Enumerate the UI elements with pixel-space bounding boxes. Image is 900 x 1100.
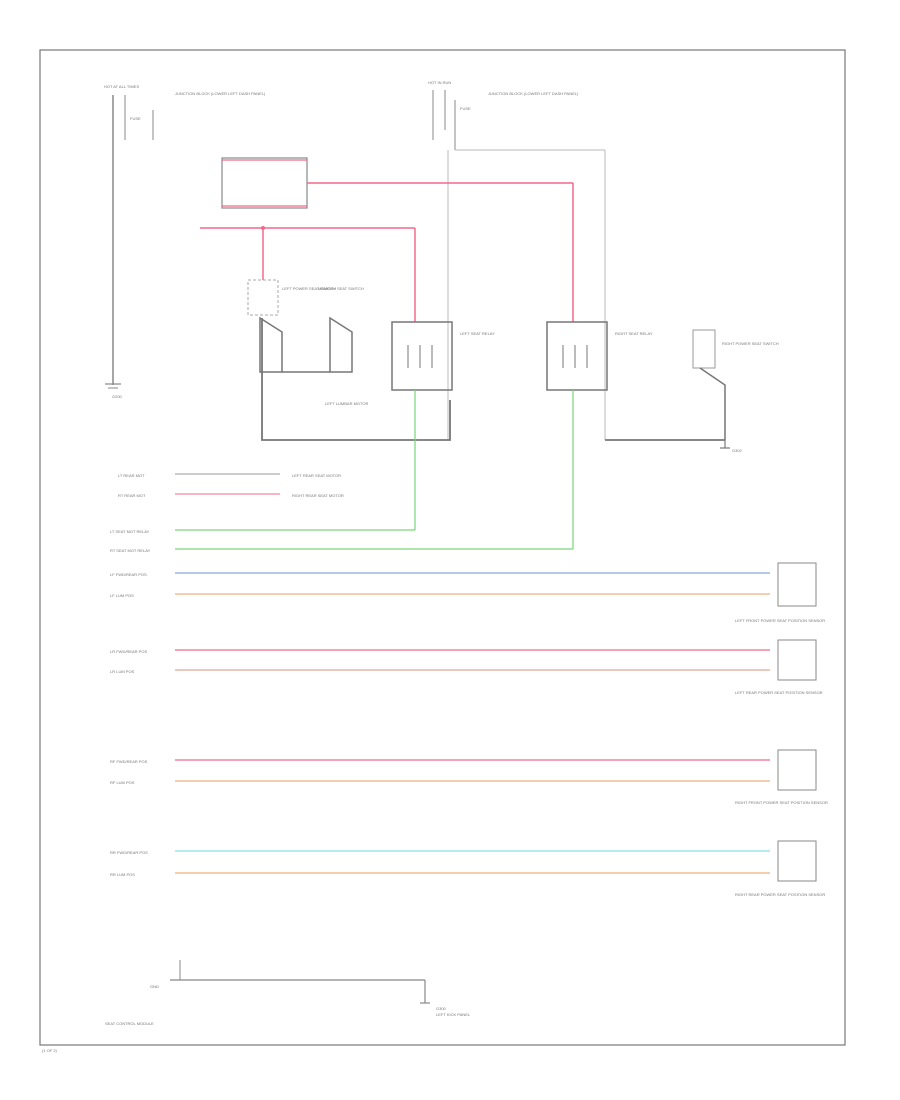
- lf-lum-label: LF LUM POS: [110, 593, 134, 598]
- lr-lum-label: LR LUM POS: [110, 669, 135, 674]
- lf-fwd-label: LF FWD/REAR POS: [110, 572, 147, 577]
- hot-all-times-label: HOT AT ALL TIMES: [104, 84, 139, 89]
- junction-left-label: JUNCTION BLOCK (LOWER LEFT DASH PANEL): [175, 91, 266, 96]
- hot-feed-right: HOT IN RUN FUSE JUNCTION BLOCK (LOWER LE…: [428, 80, 606, 440]
- rear-motor-rows: LT REAR MOT RT REAR MOT LEFT REAR SEAT M…: [118, 473, 344, 498]
- hot-feed-left: HOT AT ALL TIMES FUSE JUNCTION BLOCK (LO…: [104, 84, 266, 399]
- rt-seat-mot-relay-label: RT SEAT MOT RELAY: [110, 548, 151, 553]
- rt-rear-mot-label: RT REAR MOT: [118, 493, 146, 498]
- rf-lum-label: RF LUM POS: [110, 780, 135, 785]
- footer-label: (1 OF 2): [42, 1048, 58, 1053]
- sensor-group-1: LF FWD/REAR POS LF LUM POS LEFT FRONT PO…: [110, 562, 825, 623]
- ground-bottom: GND SEAT CONTROL MODULE G300 LEFT KICK P…: [105, 960, 471, 1026]
- green-relay-wires: LT SEAT MOT RELAY RT SEAT MOT RELAY: [110, 390, 574, 553]
- gnd-label: GND: [150, 984, 159, 989]
- motor-icon: [259, 316, 353, 373]
- pink-feed-block: [200, 157, 574, 322]
- diagram-border: [39, 49, 846, 1046]
- lt-seat-mot-relay-label: LT SEAT MOT RELAY: [110, 529, 150, 534]
- module-label: SEAT CONTROL MODULE: [105, 1021, 154, 1026]
- fuse-right-label: FUSE: [460, 106, 471, 111]
- lt-rear-mot-desc: LEFT REAR SEAT MOTOR: [292, 473, 341, 478]
- ground-icon-right: [720, 440, 730, 449]
- left-power-seat-switch-label: LEFT POWER SEAT SWITCH: [282, 286, 336, 291]
- left-power-seat-mem-label: MEMORY SEAT SWITCH: [318, 286, 364, 291]
- sensor2-label: LEFT REAR POWER SEAT POSITION SENSOR: [735, 690, 823, 695]
- relay-icon-right: [546, 321, 608, 391]
- left-lumbar-motor-label: LEFT LUMBAR MOTOR: [325, 401, 369, 406]
- left-relay-label: LEFT SEAT RELAY: [460, 331, 495, 336]
- rr-lum-label: RR LUM POS: [110, 872, 135, 877]
- sensor-group-3: RF FWD/REAR POS RF LUM POS RIGHT FRONT P…: [110, 749, 828, 805]
- ground-bottom-desc: LEFT KICK PANEL: [436, 1012, 471, 1017]
- fuse-left-label: FUSE: [130, 116, 141, 121]
- junction-right-label: JUNCTION BLOCK (LOWER LEFT DASH PANEL): [488, 91, 579, 96]
- left-motor-loop: [261, 318, 451, 441]
- sensor4-label: RIGHT REAR POWER SEAT POSITION SENSOR: [735, 892, 825, 897]
- ground-bottom-label: G300: [436, 1006, 447, 1011]
- left-seat-switch: LEFT POWER SEAT SWITCH MEMORY SEAT SWITC…: [247, 279, 364, 316]
- rt-rear-mot-desc: RIGHT REAR SEAT MOTOR: [292, 493, 344, 498]
- sensor1-label: LEFT FRONT POWER SEAT POSITION SENSOR: [735, 618, 825, 623]
- relay-icon: [391, 321, 453, 391]
- ground-left-label: G200: [112, 394, 123, 399]
- lt-rear-mot-label: LT REAR MOT: [118, 473, 145, 478]
- rr-fwd-label: RR FWD/REAR POS: [110, 850, 148, 855]
- ground-icon: [105, 383, 121, 389]
- sensor-group-2: LR FWD/REAR POS LR LUM POS LEFT REAR POW…: [110, 639, 823, 695]
- right-seat-switch-label: RIGHT POWER SEAT SWITCH: [722, 341, 779, 346]
- right-relay-label: RIGHT SEAT RELAY: [615, 331, 653, 336]
- lr-fwd-label: LR FWD/REAR POS: [110, 649, 147, 654]
- sensor3-label: RIGHT FRONT POWER SEAT POSITION SENSOR: [735, 800, 828, 805]
- rf-fwd-label: RF FWD/REAR POS: [110, 759, 148, 764]
- sensor-group-4: RR FWD/REAR POS RR LUM POS RIGHT REAR PO…: [110, 840, 825, 897]
- switch-icon: [605, 329, 726, 441]
- ground-right-label: G302: [732, 448, 743, 453]
- hot-run-label: HOT IN RUN: [428, 80, 451, 85]
